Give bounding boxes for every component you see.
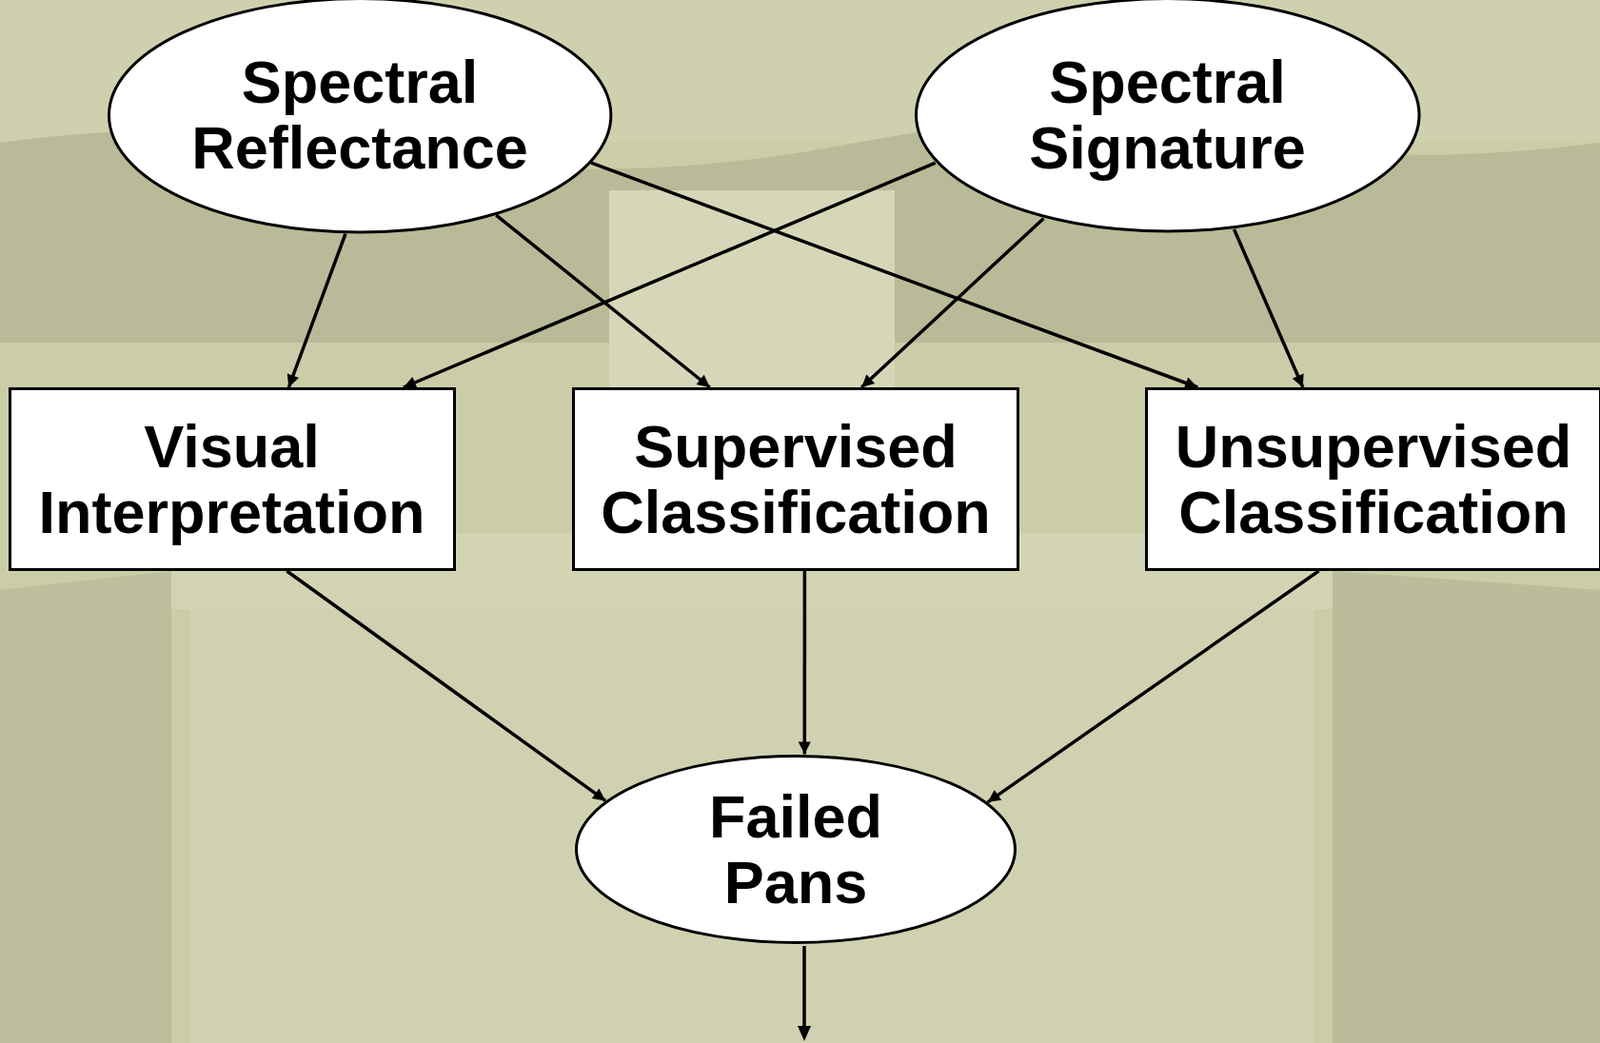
node-label: Unsupervised Classification xyxy=(1164,414,1583,546)
arrow-connector xyxy=(1234,229,1304,388)
node-label: Spectral Reflectance xyxy=(169,49,551,181)
process-box: Unsupervised Classification xyxy=(1145,387,1600,572)
process-box: Supervised Classification xyxy=(572,387,1020,572)
node-label: Failed Pans xyxy=(671,784,920,916)
ellipse-node: Spectral Signature xyxy=(914,0,1422,234)
ground-right xyxy=(1332,571,1600,1043)
arrow-connector xyxy=(987,571,1320,803)
node-label: Visual Interpretation xyxy=(27,414,437,546)
output-arrow-line xyxy=(802,946,807,1028)
arrow-connector xyxy=(495,215,710,388)
arrow-connector xyxy=(861,217,1044,388)
ground-left xyxy=(0,571,172,1043)
output-arrow-head xyxy=(797,1026,811,1042)
ellipse-node: Spectral Reflectance xyxy=(107,0,613,234)
pan-stand xyxy=(190,609,1314,1043)
arrow-connector xyxy=(288,234,346,388)
node-label: Supervised Classification xyxy=(591,414,1001,546)
ellipse-node: Failed Pans xyxy=(574,754,1017,945)
arrow-connector xyxy=(286,571,606,801)
arrow-connector xyxy=(803,571,808,755)
process-box: Visual Interpretation xyxy=(8,387,456,572)
node-label: Spectral Signature xyxy=(976,49,1358,181)
